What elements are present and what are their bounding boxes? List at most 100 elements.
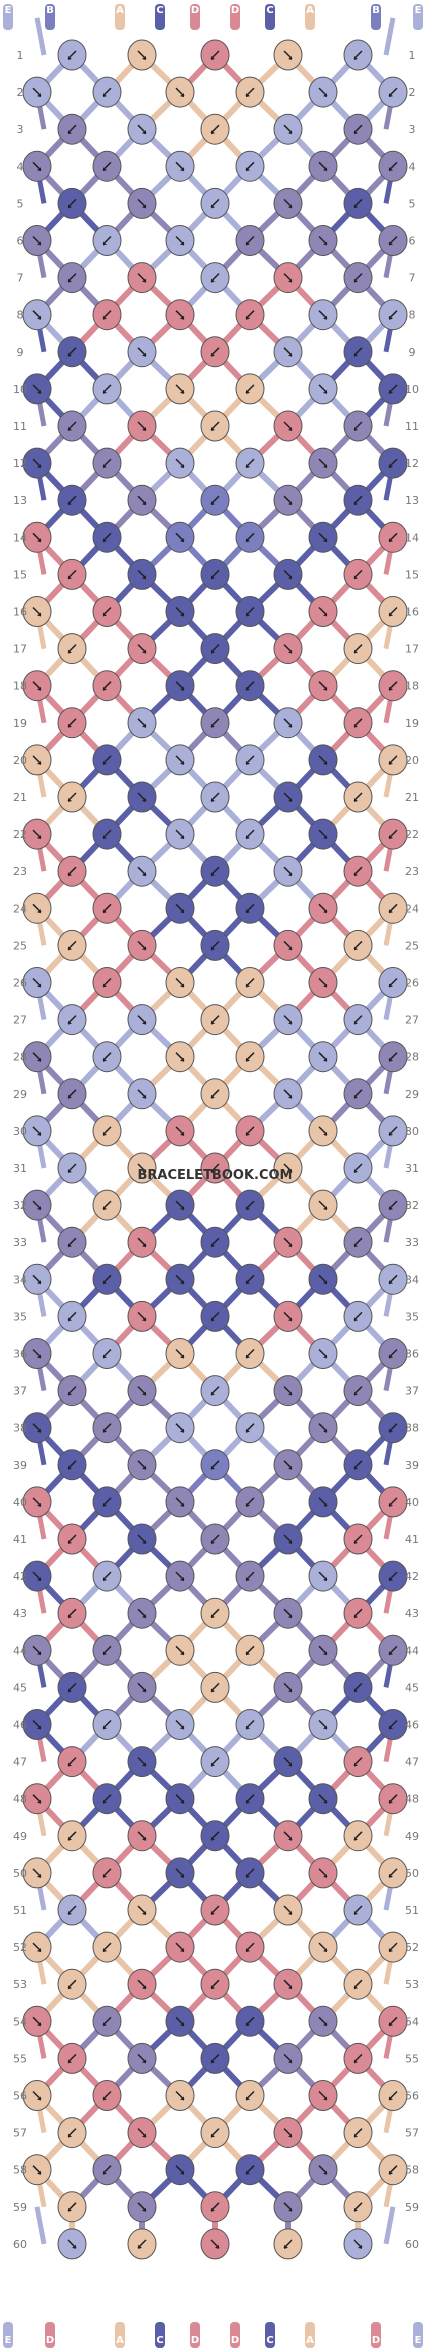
row-number-left: 24 bbox=[13, 902, 27, 915]
knot-arrowhead-icon bbox=[37, 93, 41, 98]
knot-arrowhead-icon bbox=[288, 1540, 292, 1544]
knot-arrowhead-icon bbox=[103, 1651, 107, 1656]
knot-arrowhead-icon bbox=[142, 1540, 146, 1544]
knot-arrowhead-icon bbox=[103, 538, 107, 543]
top-strand-9 bbox=[371, 4, 381, 30]
knot-arrowhead-icon bbox=[37, 983, 41, 988]
row-number-right: 38 bbox=[405, 1422, 419, 1435]
knot-arrowhead-icon bbox=[142, 2207, 146, 2212]
knot-arrowhead-icon bbox=[103, 612, 107, 617]
row-number-right: 21 bbox=[405, 791, 419, 804]
knot-arrowhead-icon bbox=[323, 1502, 327, 1507]
row-number-left: 26 bbox=[13, 977, 27, 990]
knot-arrowhead-icon bbox=[246, 1651, 250, 1656]
knot-arrowhead-icon bbox=[389, 2096, 393, 2101]
top-strand-2 bbox=[45, 4, 55, 30]
knot-arrowhead-icon bbox=[211, 872, 215, 877]
row-number-left: 33 bbox=[13, 1236, 27, 1249]
knot-arrowhead-icon bbox=[211, 278, 215, 283]
knot-arrowhead-icon bbox=[103, 1502, 107, 1507]
knot-arrowhead-icon bbox=[142, 1688, 146, 1693]
knot-arrowhead-icon bbox=[389, 1502, 393, 1507]
top-strand-letter: C bbox=[156, 5, 163, 16]
knot-arrowhead-icon bbox=[246, 2022, 250, 2027]
knot-arrowhead-icon bbox=[323, 686, 327, 691]
knot-arrowhead-icon bbox=[389, 389, 393, 394]
row-number-right: 44 bbox=[405, 1644, 419, 1657]
knot-arrowhead-icon bbox=[288, 501, 292, 506]
knot-arrowhead-icon bbox=[246, 1428, 250, 1433]
edge-thread-left bbox=[34, 17, 47, 56]
row-number-right: 27 bbox=[405, 1014, 419, 1027]
knot-arrowhead-icon bbox=[68, 1020, 72, 1025]
knot-arrowhead-icon bbox=[37, 1354, 41, 1359]
knot-arrowhead-icon bbox=[180, 983, 184, 988]
knot-arrowhead-icon bbox=[103, 1057, 107, 1062]
knot-arrowhead-icon bbox=[389, 315, 393, 320]
knot-arrowhead-icon bbox=[68, 501, 72, 506]
row-number-left: 2 bbox=[17, 86, 24, 99]
bottom-strand-letter: E bbox=[415, 2335, 422, 2346]
edge-thread-right bbox=[383, 2206, 396, 2245]
row-number-left: 15 bbox=[13, 568, 27, 581]
knot-arrowhead-icon bbox=[103, 241, 107, 246]
knot-arrowhead-icon bbox=[389, 1131, 393, 1136]
knot-arrowhead-icon bbox=[246, 1354, 250, 1359]
knot-arrowhead-icon bbox=[323, 93, 327, 98]
knot-arrowhead-icon bbox=[103, 1577, 107, 1582]
knot-arrowhead-icon bbox=[211, 1540, 215, 1544]
knot-arrowhead-icon bbox=[180, 1428, 184, 1433]
row-number-right: 59 bbox=[405, 2201, 419, 2214]
row-number-right: 17 bbox=[405, 643, 419, 656]
knot-arrowhead-icon bbox=[246, 1725, 250, 1730]
row-number-left: 9 bbox=[17, 346, 24, 359]
row-number-right: 28 bbox=[405, 1051, 419, 1064]
row-number-right: 58 bbox=[405, 2164, 419, 2177]
knot-arrowhead-icon bbox=[211, 946, 215, 951]
row-number-left: 39 bbox=[13, 1459, 27, 1472]
knot-arrowhead-icon bbox=[68, 1762, 72, 1767]
knot-arrowhead-icon bbox=[323, 2022, 327, 2027]
knot-arrowhead-icon bbox=[288, 1169, 292, 1173]
knot-arrowhead-icon bbox=[68, 1094, 72, 1099]
row-number-left: 19 bbox=[13, 717, 27, 730]
knot-arrowhead-icon bbox=[180, 2022, 184, 2027]
row-number-right: 40 bbox=[405, 1496, 419, 1509]
knot-arrowhead-icon bbox=[142, 2133, 146, 2138]
knot-arrowhead-icon bbox=[246, 1280, 250, 1285]
row-number-left: 51 bbox=[13, 1904, 27, 1917]
knot-arrowhead-icon bbox=[389, 1651, 393, 1656]
knot-arrowhead-icon bbox=[103, 464, 107, 469]
knot-arrowhead-icon bbox=[354, 130, 358, 135]
knot-arrowhead-icon bbox=[103, 2170, 107, 2175]
knot-arrowhead-icon bbox=[72, 2244, 76, 2249]
row-number-left: 10 bbox=[13, 383, 27, 396]
knot-arrowhead-icon bbox=[211, 1614, 215, 1619]
knot-arrowhead-icon bbox=[211, 575, 215, 580]
knot-arrowhead-icon bbox=[142, 1391, 146, 1396]
row-number-left: 12 bbox=[13, 457, 27, 470]
knot-arrowhead-icon bbox=[323, 315, 327, 320]
knot-arrowhead-icon bbox=[103, 760, 107, 765]
bottom-strand-4 bbox=[155, 2322, 165, 2348]
knot-arrowhead-icon bbox=[180, 1206, 184, 1211]
knot-arrowhead-icon bbox=[354, 1836, 358, 1841]
row-number-left: 35 bbox=[13, 1310, 27, 1323]
row-number-left: 27 bbox=[13, 1014, 27, 1027]
knot-arrowhead-icon bbox=[323, 167, 327, 172]
row-number-left: 41 bbox=[13, 1533, 27, 1546]
knot-arrowhead-icon bbox=[142, 427, 146, 431]
row-number-left: 54 bbox=[13, 2015, 27, 2028]
knot-arrowhead-icon bbox=[288, 1243, 292, 1248]
knot-arrowhead-icon bbox=[354, 1169, 358, 1173]
knot-arrowhead-icon bbox=[37, 1206, 41, 1211]
row-number-left: 40 bbox=[13, 1496, 27, 1509]
row-number-left: 4 bbox=[17, 160, 24, 173]
row-number-left: 25 bbox=[13, 939, 27, 952]
knot-arrowhead-icon bbox=[389, 1725, 393, 1730]
row-number-left: 8 bbox=[17, 309, 24, 322]
knot-arrowhead-icon bbox=[68, 1465, 72, 1470]
knot-arrowhead-icon bbox=[323, 1577, 327, 1582]
knot-arrowhead-icon bbox=[68, 1836, 72, 1841]
knot-arrowhead-icon bbox=[288, 1094, 292, 1099]
